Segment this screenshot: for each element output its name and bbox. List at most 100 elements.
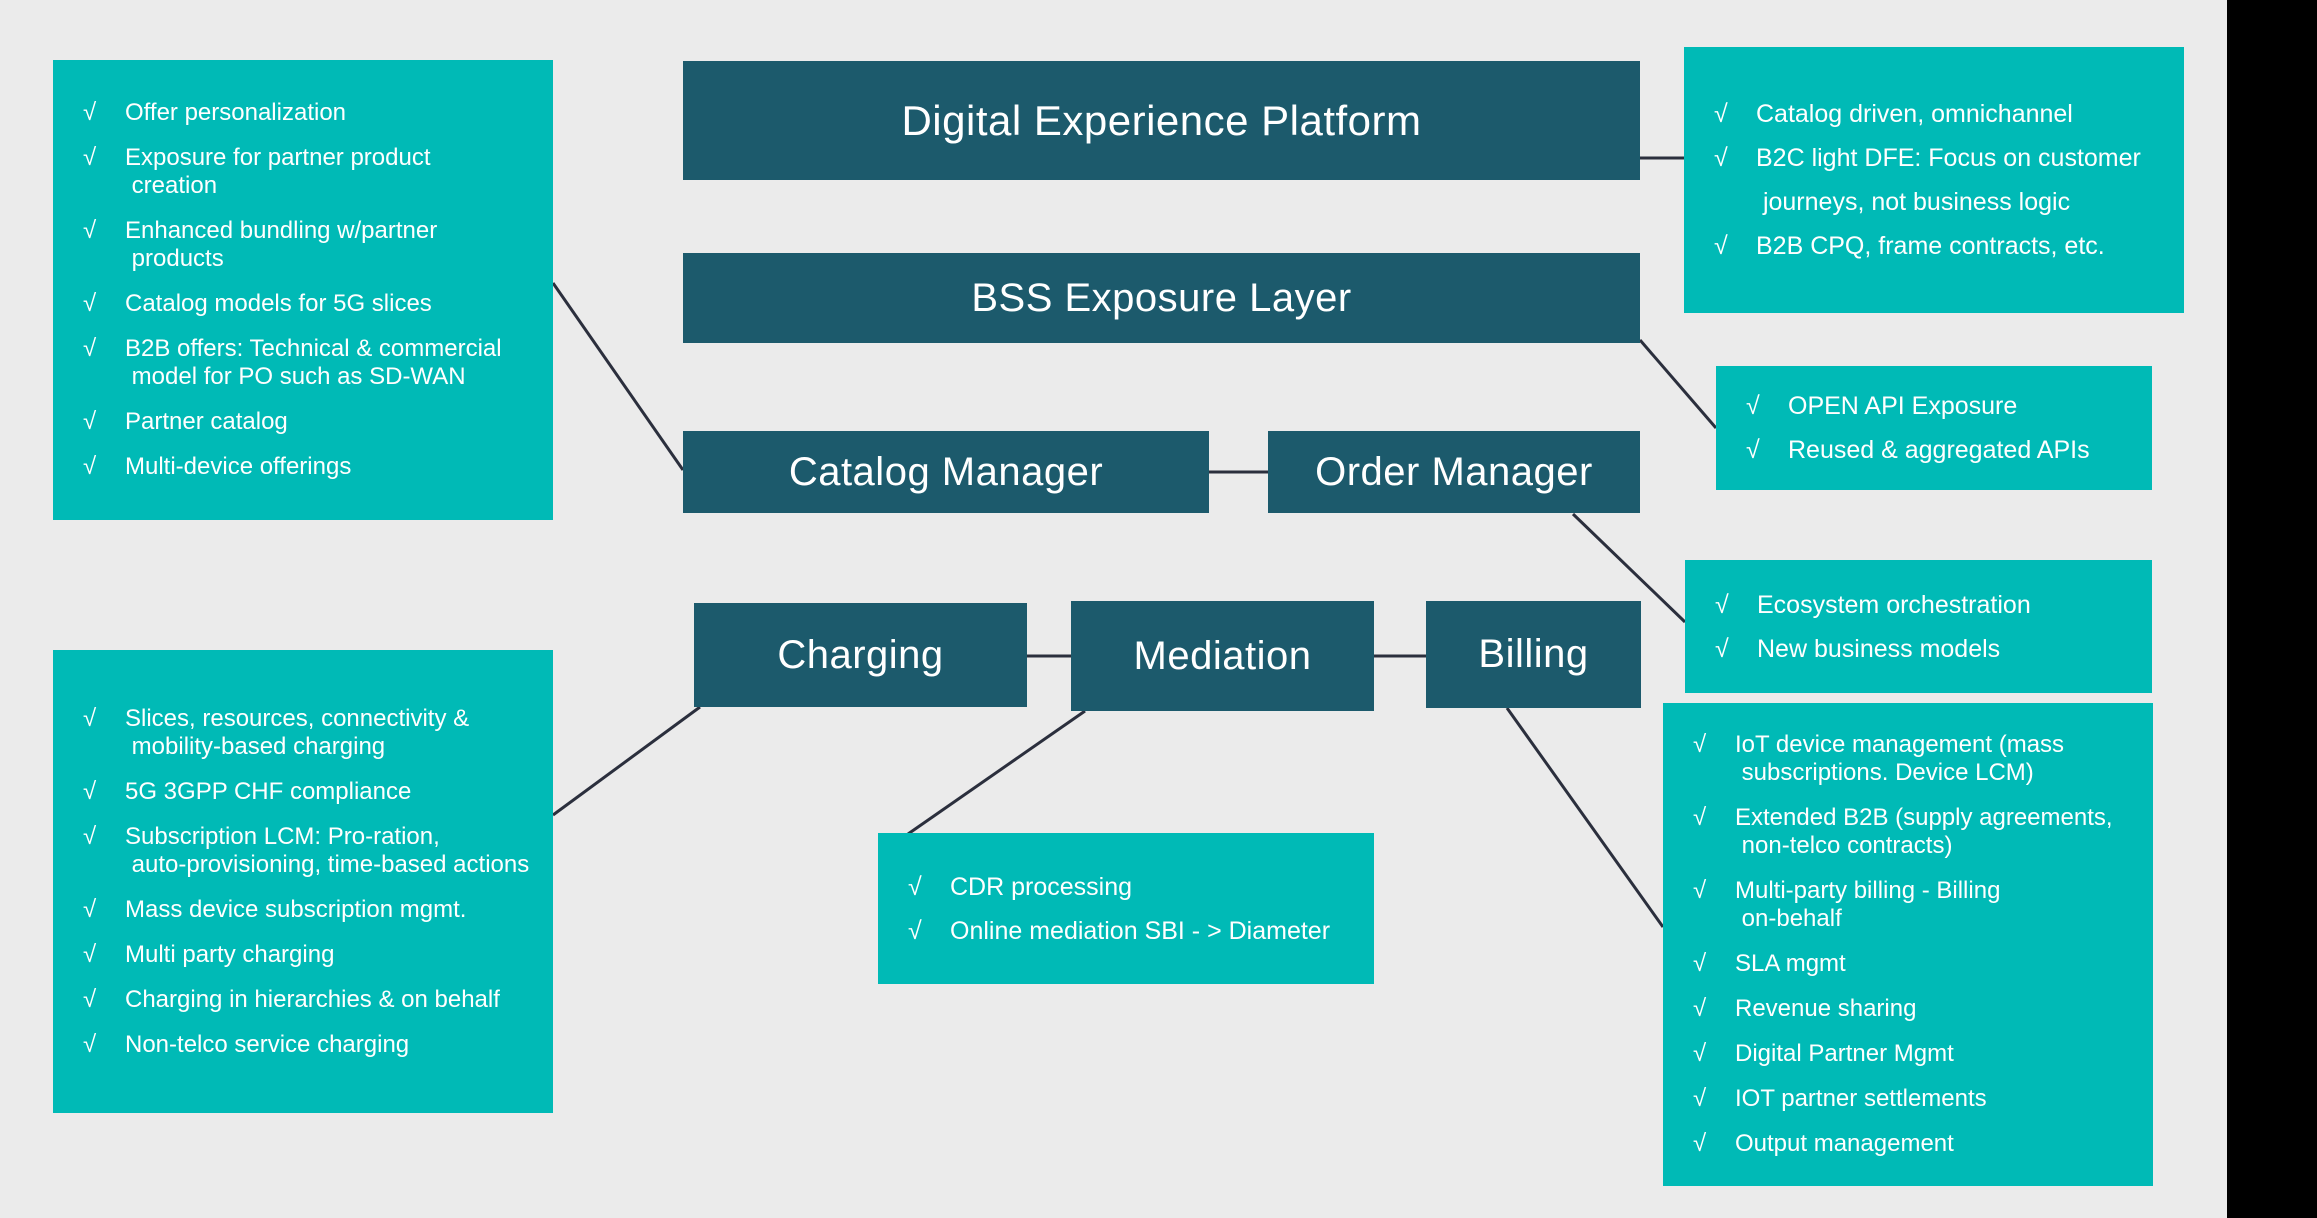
check-icon: √ <box>83 99 97 126</box>
feature-text: Revenue sharing <box>1735 995 1917 1022</box>
feature-text: Offer personalization <box>125 99 347 126</box>
box-label: Mediation <box>1133 633 1312 678</box>
check-icon: √ <box>83 1030 97 1058</box>
check-icon: √ <box>83 940 97 968</box>
connector-mediation-to-mediation-features <box>907 709 1086 836</box>
feature-item: √ Multi-device offerings <box>83 453 545 481</box>
box-label: Order Manager <box>1315 449 1593 494</box>
feature-text: B2B CPQ, frame contracts, etc. <box>1756 232 2105 260</box>
check-icon: √ <box>1693 877 1707 904</box>
connector-billing-to-billing-features <box>1505 707 1665 928</box>
check-icon: √ <box>1693 731 1707 758</box>
feature-text: Online mediation SBI - > Diameter <box>950 916 1331 945</box>
feature-text: 5G 3GPP CHF compliance <box>125 777 412 805</box>
feature-text: Digital Partner Mgmt <box>1735 1040 1954 1067</box>
feature-item: √ Slices, resources, connectivity & mobi… <box>83 705 545 761</box>
box-digital-experience-platform: Digital Experience Platform <box>683 61 1640 180</box>
check-icon: √ <box>83 895 97 923</box>
callout-order-manager-features: √ Ecosystem orchestration √ New business… <box>1685 560 2152 693</box>
box-catalog-manager: Catalog Manager <box>683 431 1209 513</box>
check-icon: √ <box>83 985 97 1013</box>
feature-item: √ Revenue sharing <box>1693 995 2145 1023</box>
check-icon: √ <box>908 872 922 901</box>
feature-text: Enhanced bundling w/partner products <box>125 217 438 272</box>
feature-text: CDR processing <box>950 872 1133 901</box>
check-icon: √ <box>83 408 97 435</box>
feature-item: √ Partner catalog <box>83 408 545 436</box>
feature-item: √ Multi-party billing - Billing on-behal… <box>1693 877 2145 933</box>
box-charging: Charging <box>694 603 1027 707</box>
feature-text: Catalog models for 5G slices <box>125 290 432 317</box>
connector-charging-features-to-charging <box>552 705 701 817</box>
check-icon: √ <box>83 217 97 244</box>
feature-item: √ Extended B2B (supply agreements, non-t… <box>1693 804 2145 860</box>
feature-item: √ Mass device subscription mgmt. <box>83 896 545 924</box>
feature-text: Multi-party billing - Billing on-behalf <box>1735 877 2001 932</box>
box-mediation: Mediation <box>1071 601 1374 711</box>
check-icon: √ <box>1693 804 1707 831</box>
check-icon: √ <box>83 777 97 805</box>
feature-item: √ Catalog driven, omnichannel <box>1714 92 2176 136</box>
check-icon: √ <box>908 916 922 945</box>
feature-item: √ Multi party charging <box>83 941 545 969</box>
feature-text: B2C light DFE: Focus on customer journey… <box>1756 144 2141 216</box>
feature-item: √ Catalog models for 5G slices <box>83 290 545 318</box>
check-icon: √ <box>1693 1040 1707 1067</box>
box-order-manager: Order Manager <box>1268 431 1640 513</box>
feature-text: Multi-device offerings <box>125 453 352 480</box>
feature-item: √ New business models <box>1715 627 2144 671</box>
feature-item: √ B2B offers: Technical & commercial mod… <box>83 335 545 391</box>
right-edge-bar <box>2227 0 2317 1218</box>
check-icon: √ <box>83 822 97 850</box>
check-icon: √ <box>83 144 97 171</box>
check-icon: √ <box>1693 1130 1707 1157</box>
feature-item: √ Non-telco service charging <box>83 1031 545 1059</box>
feature-text: Ecosystem orchestration <box>1757 590 2031 619</box>
box-label: Billing <box>1478 632 1589 676</box>
callout-billing-features: √ IoT device management (mass subscripti… <box>1663 703 2153 1186</box>
callout-dxp-features: √ Catalog driven, omnichannel √ B2C ligh… <box>1684 47 2184 313</box>
feature-item: √ Ecosystem orchestration <box>1715 583 2144 627</box>
feature-item: √ Enhanced bundling w/partner products <box>83 217 545 273</box>
check-icon: √ <box>83 335 97 362</box>
callout-catalog-manager-features: √ Offer personalization √ Exposure for p… <box>53 60 553 520</box>
feature-item: √ Offer personalization <box>83 99 545 127</box>
check-icon: √ <box>1715 590 1729 619</box>
check-icon: √ <box>1714 100 1728 128</box>
check-icon: √ <box>1693 1085 1707 1112</box>
feature-item: √ B2B CPQ, frame contracts, etc. <box>1714 224 2176 268</box>
feature-text: OPEN API Exposure <box>1788 392 2018 420</box>
feature-item: √ Digital Partner Mgmt <box>1693 1040 2145 1068</box>
feature-text: Partner catalog <box>125 408 288 435</box>
feature-item: √ Exposure for partner product creation <box>83 144 545 200</box>
check-icon: √ <box>1693 950 1707 977</box>
box-bss-exposure-layer: BSS Exposure Layer <box>683 253 1640 343</box>
feature-item: √ IoT device management (mass subscripti… <box>1693 731 2145 787</box>
feature-text: Reused & aggregated APIs <box>1788 436 2090 464</box>
feature-item: √ SLA mgmt <box>1693 950 2145 978</box>
feature-text: SLA mgmt <box>1735 950 1846 977</box>
feature-text: Subscription LCM: Pro-ration, auto-provi… <box>125 822 530 878</box>
check-icon: √ <box>83 704 97 732</box>
feature-text: Non-telco service charging <box>125 1030 410 1058</box>
feature-text: B2B offers: Technical & commercial model… <box>125 335 502 390</box>
feature-item: √ CDR processing <box>908 865 1366 909</box>
check-icon: √ <box>1714 144 1728 172</box>
box-billing: Billing <box>1426 601 1641 708</box>
feature-text: Mass device subscription mgmt. <box>125 895 467 923</box>
feature-item: √ 5G 3GPP CHF compliance <box>83 778 545 806</box>
box-label: Catalog Manager <box>788 449 1104 494</box>
feature-item: √ Subscription LCM: Pro-ration, auto-pro… <box>83 823 545 879</box>
feature-item: √ Charging in hierarchies & on behalf <box>83 986 545 1014</box>
feature-text: IoT device management (mass subscription… <box>1735 731 2065 786</box>
check-icon: √ <box>1746 392 1760 420</box>
check-icon: √ <box>83 290 97 317</box>
feature-item: √ OPEN API Exposure <box>1746 384 2144 428</box>
box-label: Charging <box>777 632 944 677</box>
check-icon: √ <box>1715 634 1729 663</box>
feature-text: Charging in hierarchies & on behalf <box>125 985 500 1013</box>
feature-item: √ IOT partner settlements <box>1693 1085 2145 1113</box>
feature-item: √ Output management <box>1693 1130 2145 1158</box>
box-label: BSS Exposure Layer <box>971 275 1352 320</box>
